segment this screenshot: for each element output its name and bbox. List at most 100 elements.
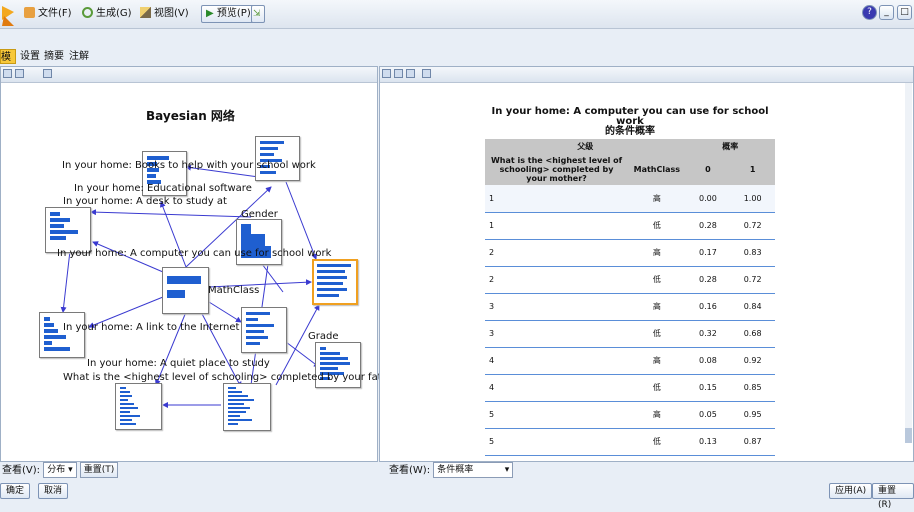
mother-level-cell: 2 — [489, 275, 495, 284]
network-node[interactable] — [162, 267, 209, 314]
node-label: In your home: Books to help with your sc… — [62, 160, 316, 171]
network-node[interactable] — [241, 307, 287, 353]
menu-generate[interactable]: 生成(G) — [82, 6, 132, 22]
network-node[interactable] — [223, 383, 271, 431]
mathclass-cell: 高 — [652, 302, 661, 311]
prob-0-cell: 0.28 — [699, 221, 717, 230]
generate-icon — [82, 7, 93, 18]
menu-file[interactable]: 文件(F) — [24, 6, 72, 22]
node-label: In your home: A computer you can use for… — [57, 248, 332, 259]
minimize-button[interactable]: _ — [879, 5, 894, 20]
mathclass-cell: 高 — [652, 356, 661, 365]
toolbar: 文件(F) 生成(G) 视图(V) ▶ 预览(P) ⇲ ? _ □ — [0, 0, 914, 29]
tab-annotations[interactable]: 注解 — [69, 51, 89, 62]
ok-button[interactable]: 确定 — [0, 483, 31, 499]
mother-level-cell: 1 — [489, 193, 495, 203]
prob-0-cell: 0.13 — [699, 437, 717, 446]
view-dropdown[interactable]: 分布 ▾ — [43, 462, 77, 478]
file-icon — [24, 7, 35, 18]
copy-data-icon[interactable] — [394, 69, 403, 78]
network-node[interactable] — [115, 383, 162, 430]
network-panel-toolbar — [1, 67, 377, 83]
copy-data-icon[interactable] — [15, 69, 24, 78]
mathclass-cell: 高 — [652, 248, 661, 257]
menu-view[interactable]: 视图(V) — [140, 6, 189, 22]
edge — [208, 301, 242, 323]
export-chart-icon[interactable] — [43, 69, 52, 78]
probability-panel: In your home: A computer you can use for… — [379, 66, 914, 462]
network-node[interactable] — [255, 136, 300, 181]
network-node[interactable] — [45, 207, 91, 253]
network-node[interactable] — [39, 312, 85, 358]
export-icon: ⇲ — [253, 9, 261, 19]
mathclass-cell: 低 — [652, 221, 661, 230]
mother-level-cell: 3 — [489, 329, 495, 338]
node-label: In your home: A quiet place to study — [87, 358, 270, 369]
mother-level-cell: 3 — [489, 302, 495, 311]
cancel-button[interactable]: 取消 — [38, 483, 69, 499]
edge — [200, 311, 242, 388]
preview-button[interactable]: ▶ 预览(P) — [201, 5, 256, 23]
reset-button[interactable]: 重置(R) — [872, 483, 914, 510]
table-title: In your home: A computer you can use for… — [491, 106, 769, 137]
probability-panel-toolbar — [380, 67, 913, 83]
edge — [90, 209, 252, 218]
prob-1-column-header: 1 — [730, 153, 775, 185]
export-chart-icon[interactable] — [422, 69, 431, 78]
node-label: What is the <highest level of schooling>… — [63, 372, 404, 383]
apply-button[interactable]: 应用(A) — [829, 483, 873, 499]
edge — [60, 241, 72, 313]
export-button[interactable]: ⇲ — [251, 5, 265, 23]
network-node[interactable] — [142, 151, 187, 196]
prob-0-column-header: 0 — [685, 153, 731, 185]
help-button[interactable]: ? — [862, 5, 877, 20]
condition-dropdown[interactable]: 条件概率 ▾ — [433, 462, 514, 478]
edge — [155, 311, 187, 386]
mathclass-cell: 低 — [652, 437, 661, 446]
prob-1-cell: 0.95 — [743, 410, 762, 419]
node-label: MathClass — [208, 285, 260, 296]
tab-model[interactable]: 模型 — [0, 49, 16, 78]
network-node[interactable] — [315, 342, 361, 388]
maximize-button[interactable]: □ — [897, 5, 912, 20]
reset-view-button[interactable]: 重置(T) — [79, 462, 119, 478]
mother-level-cell: 5 — [489, 437, 495, 446]
prob-0-cell: 0.32 — [699, 329, 717, 338]
edge — [285, 181, 317, 260]
copy-icon[interactable] — [382, 69, 391, 78]
prob-1-cell: 0.84 — [743, 302, 762, 311]
copy-icon[interactable] — [3, 69, 12, 78]
mother-level-cell: 4 — [489, 383, 495, 392]
network-node-selected[interactable] — [312, 259, 358, 305]
network-node[interactable] — [236, 219, 282, 265]
edge — [185, 164, 260, 178]
prob-1-cell: 0.83 — [743, 248, 762, 257]
mother-column-header: What is the <highest level of schooling>… — [485, 153, 629, 185]
mathclass-cell: 低 — [652, 329, 661, 338]
edge — [159, 201, 187, 268]
prob-1-cell: 0.85 — [743, 383, 762, 392]
prob-0-cell: 0.28 — [699, 275, 717, 284]
prob-0-cell: 0.15 — [699, 383, 717, 392]
vertical-scrollbar[interactable] — [905, 83, 912, 443]
print-icon[interactable] — [406, 69, 415, 78]
tab-summary[interactable]: 摘要 — [44, 51, 64, 62]
tab-settings[interactable]: 设置 — [20, 51, 40, 62]
prob-1-cell: 0.92 — [743, 356, 762, 365]
scrollbar-thumb[interactable] — [905, 428, 912, 443]
prob-1-cell: 0.72 — [743, 221, 762, 230]
prob-0-cell: 0.17 — [699, 248, 717, 257]
app-logo-icon — [2, 6, 14, 26]
play-icon: ▶ — [206, 8, 214, 19]
mother-level-cell: 4 — [489, 356, 495, 365]
